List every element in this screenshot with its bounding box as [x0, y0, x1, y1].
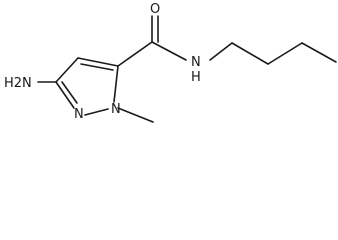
bond-carbonyl-n — [151, 41, 187, 61]
ring-n1-label: N — [111, 102, 121, 117]
bond-n1-methyl — [117, 107, 154, 123]
bond-n-c1 — [209, 42, 233, 61]
carbonyl-oxygen-label: O — [150, 2, 160, 17]
bond-c2-c3 — [267, 42, 303, 65]
pyrazole-ring — [55, 57, 119, 116]
bond-n2-c3 — [55, 81, 75, 109]
butyl-chain — [209, 42, 337, 65]
amine-label: H2N — [4, 76, 32, 91]
bond-n2-c3-inner — [61, 81, 78, 104]
bond-c4-c5-inner — [80, 63, 114, 71]
amide-hydrogen-label: H — [191, 70, 201, 85]
bond-n1-n2 — [84, 108, 109, 116]
ring-n2-label: N — [74, 107, 84, 122]
bond-c3-c4 — [301, 42, 337, 63]
amide-nitrogen-label: N — [191, 55, 201, 70]
bond-c3-c4 — [55, 57, 79, 83]
chemical-structure: H2N N N O N H — [4, 2, 337, 123]
bond-c4-c5 — [77, 57, 119, 67]
bond-c1-c2 — [231, 42, 269, 65]
bond-c5-n1 — [113, 65, 119, 103]
bond-c5-carbonyl — [117, 41, 153, 67]
